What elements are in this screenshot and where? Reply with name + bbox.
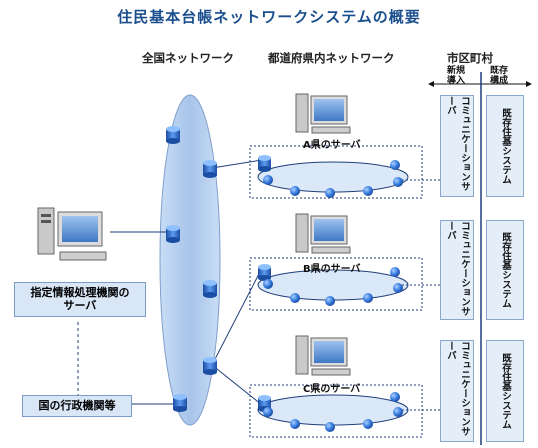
arrow-label-existing: 既存 構成 <box>490 66 509 86</box>
diagram-title: 住民基本台帳ネットワークシステムの概要 <box>117 8 421 26</box>
existing-system-label-b: 既存住基システム <box>500 232 511 308</box>
column-head-municipal: 市区町村 <box>447 51 493 65</box>
prefecture-b-server-label: B県のサーバ <box>303 264 361 275</box>
prefecture-b-computer-icon <box>295 213 351 254</box>
prefecture-c-computer-icon <box>295 335 351 376</box>
prefecture-c-server-label: C県のサーバ <box>303 384 361 395</box>
designated-server-computer-icon <box>37 207 107 261</box>
comm-server-label-b: コミュニケーションサーバ <box>445 221 470 316</box>
prefecture-a-computer-icon <box>295 93 351 134</box>
existing-system-label-a: 既存住基システム <box>500 108 511 184</box>
column-head-national: 全国ネットワーク <box>142 51 234 65</box>
national-network-backbone <box>159 94 221 426</box>
arrow-label-new: 新規 導入 <box>447 66 466 86</box>
column-head-prefecture: 都道府県内ネットワーク <box>268 51 395 65</box>
designated-server-label: 指定情報処理機関の サーバ <box>14 282 146 317</box>
prefecture-a-server-label: A県のサーバ <box>303 140 361 151</box>
comm-server-box-a: コミュニケーションサーバ <box>440 95 474 197</box>
existing-system-label-c: 既存住基システム <box>500 353 511 429</box>
prefecture-cluster-a <box>249 145 440 199</box>
existing-system-box-c: 既存住基システム <box>486 340 524 442</box>
backbone-nodes <box>166 126 217 412</box>
comm-server-box-c: コミュニケーションサーバ <box>440 340 474 442</box>
comm-server-box-b: コミュニケーションサーバ <box>440 220 474 320</box>
comm-server-label-a: コミュニケーションサーバ <box>445 96 470 191</box>
comm-server-label-c: コミュニケーションサーバ <box>445 341 470 436</box>
existing-system-box-b: 既存住基システム <box>486 220 524 320</box>
existing-system-box-a: 既存住基システム <box>486 95 524 197</box>
national-agencies-label: 国の行政機関等 <box>22 395 132 417</box>
